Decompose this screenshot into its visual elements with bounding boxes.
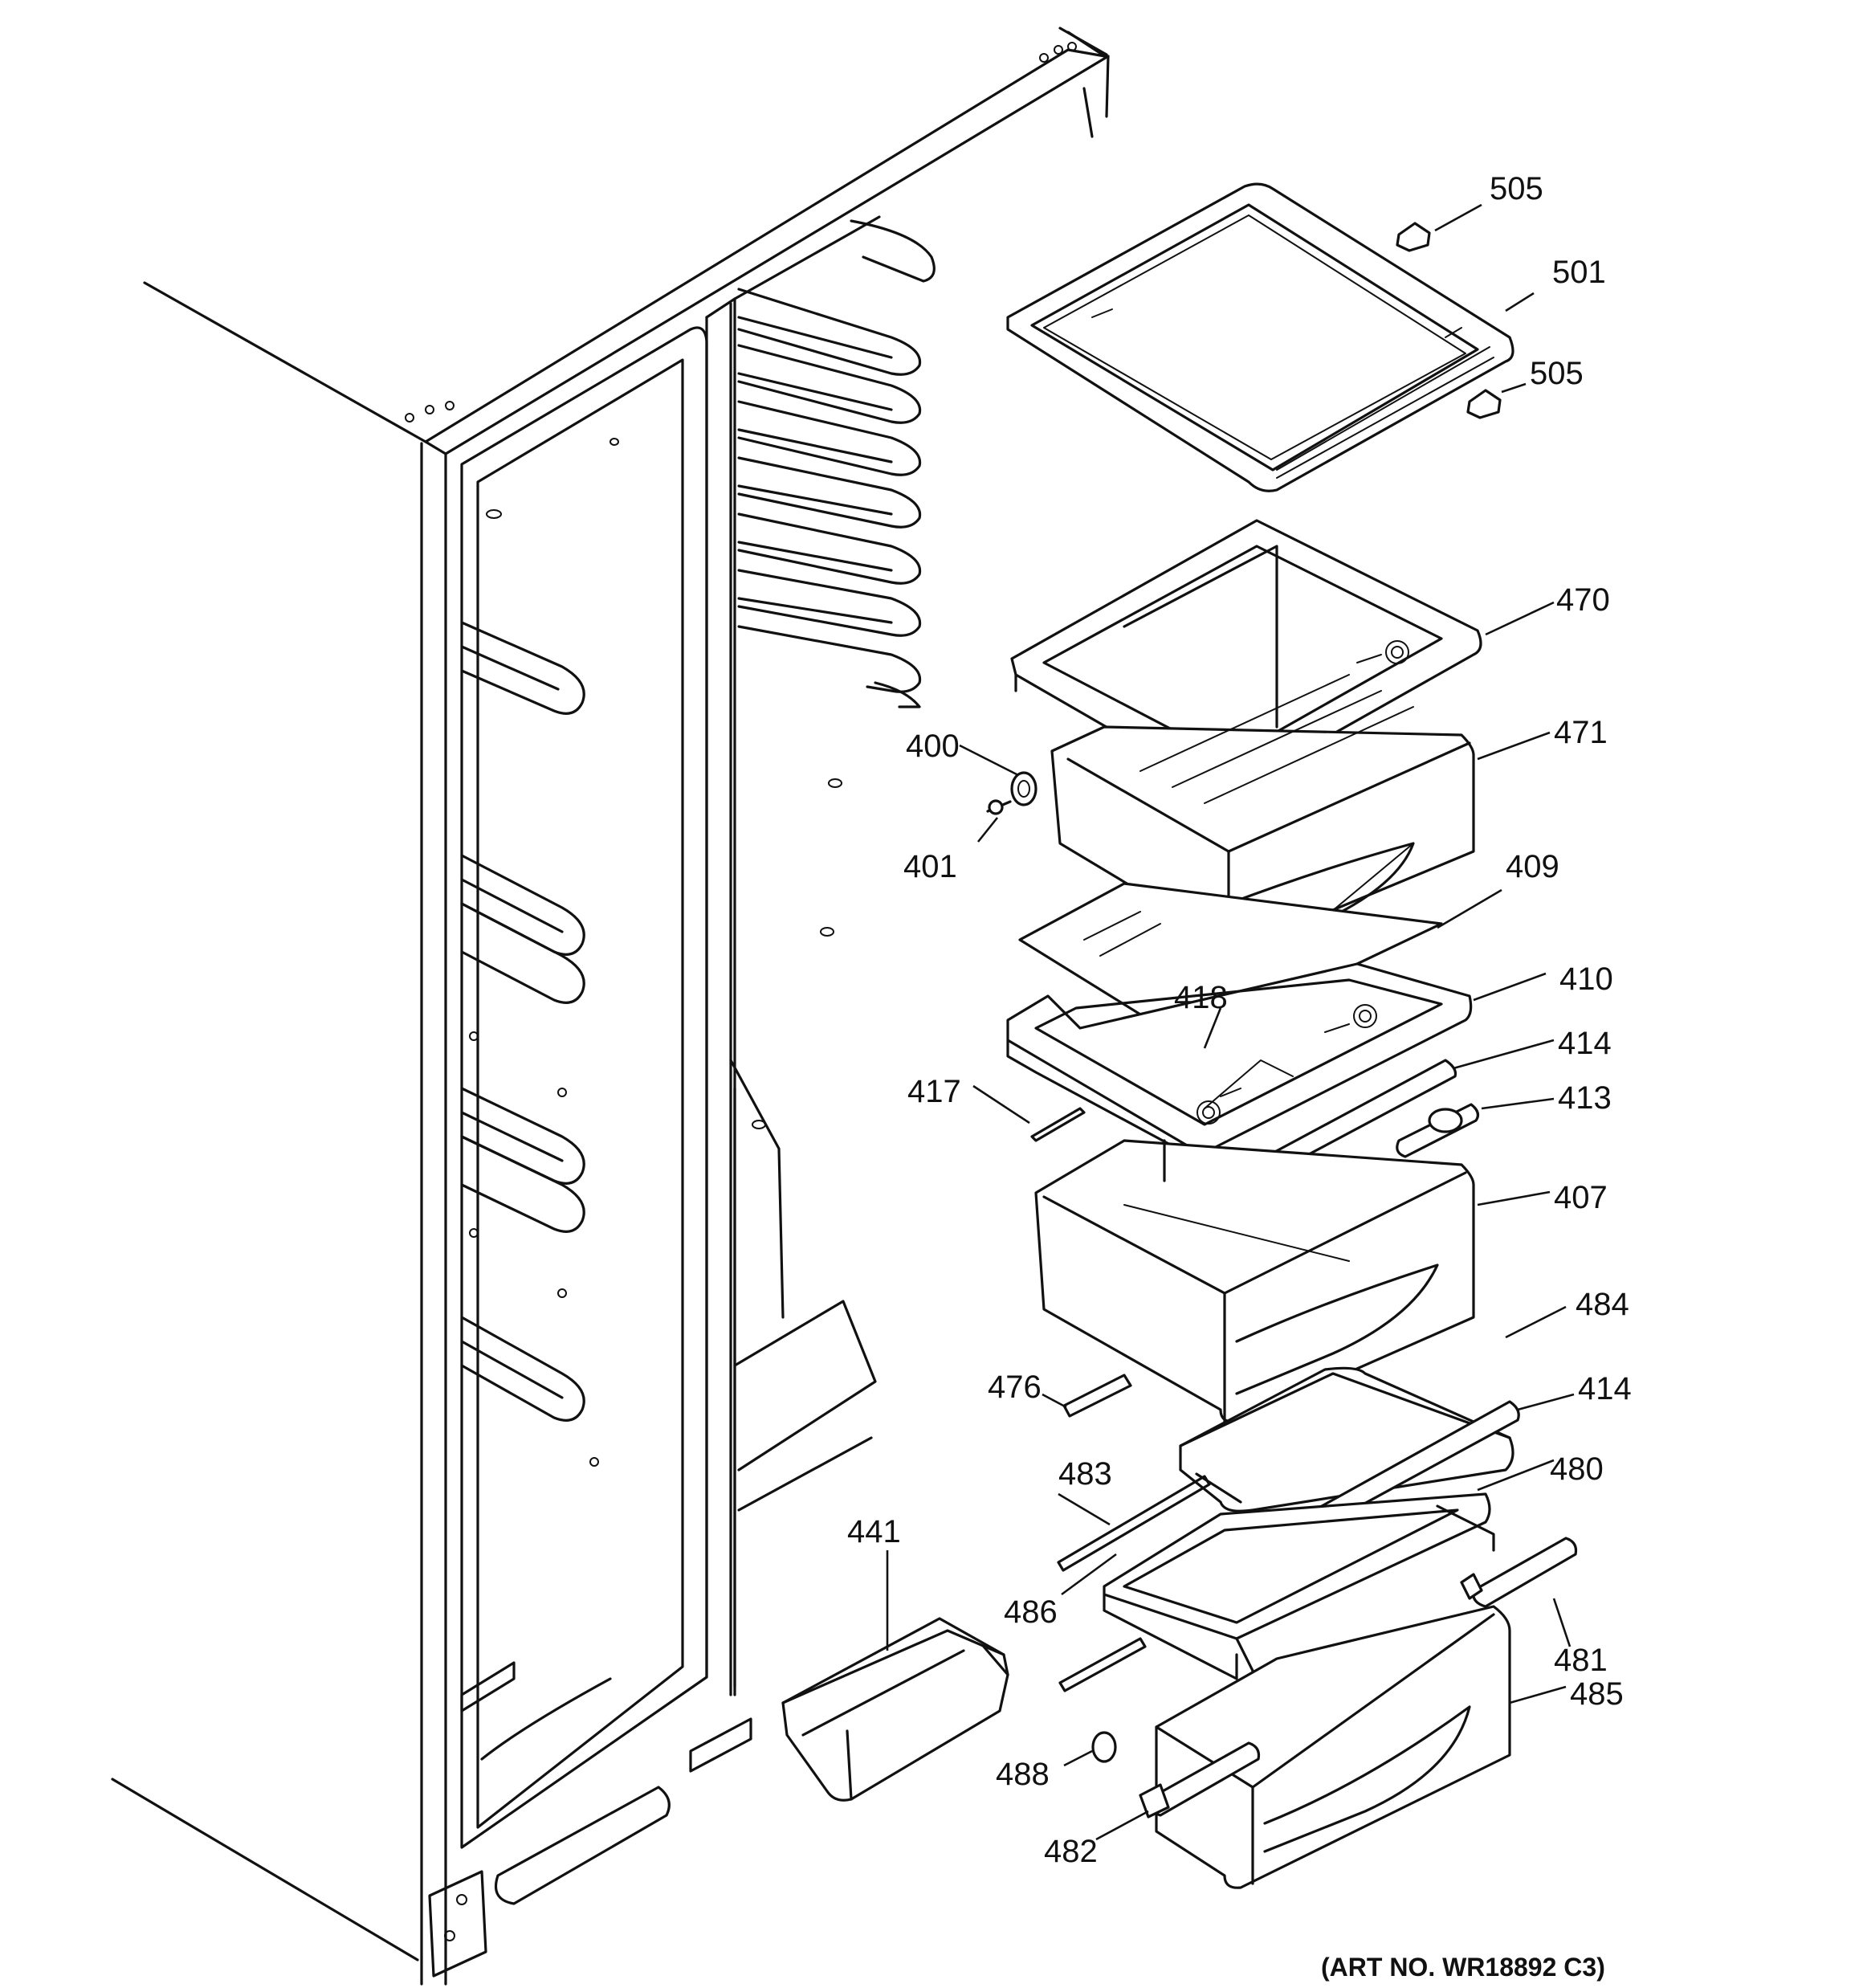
callout-409: 409 — [1506, 849, 1559, 884]
bin-441 — [781, 1617, 1009, 1802]
callout-501: 501 — [1552, 255, 1606, 290]
screw-401 — [986, 799, 1012, 815]
callout-470: 470 — [1556, 582, 1610, 618]
callout-417: 417 — [907, 1074, 961, 1109]
shelf-supports-right — [737, 219, 936, 708]
callout-481: 481 — [1554, 1643, 1608, 1678]
callout-418: 418 — [1174, 980, 1228, 1015]
callout-482: 482 — [1044, 1834, 1098, 1869]
frame-480 — [1103, 1492, 1495, 1688]
frame-410 — [1006, 962, 1473, 1166]
roller-488 — [1091, 1731, 1117, 1763]
slide-482 — [1139, 1741, 1261, 1819]
handle-413 — [1396, 1103, 1480, 1158]
callout-505-bottom: 505 — [1530, 356, 1584, 391]
bar-476 — [1062, 1374, 1132, 1418]
rail-483 — [1057, 1475, 1211, 1572]
slide-481 — [1460, 1537, 1578, 1608]
refrigerator-cabinet — [111, 27, 1110, 1986]
shelf-supports-left — [460, 621, 585, 1422]
callout-485: 485 — [1570, 1676, 1624, 1712]
callout-441: 441 — [847, 1514, 901, 1549]
callout-488: 488 — [996, 1757, 1050, 1792]
shelf-clip-505-bottom — [1466, 389, 1502, 419]
callout-414-bottom: 414 — [1578, 1371, 1632, 1406]
art-number: (ART NO. WR18892 C3) — [1321, 1953, 1605, 1982]
pan-485 — [1155, 1605, 1511, 1889]
leader-lines — [886, 203, 1575, 1841]
callout-484: 484 — [1576, 1287, 1629, 1322]
shelf-clip-505-top — [1396, 222, 1431, 252]
callout-476: 476 — [988, 1370, 1042, 1405]
callout-414-top: 414 — [1558, 1026, 1612, 1061]
callout-505-top: 505 — [1490, 171, 1543, 206]
glass-shelf-501 — [1006, 182, 1514, 492]
callout-400: 400 — [906, 729, 960, 764]
pan-cover-484 — [1179, 1366, 1514, 1512]
callout-407: 407 — [1554, 1180, 1608, 1215]
callout-471: 471 — [1554, 715, 1608, 750]
rail-417 — [1030, 1107, 1086, 1142]
roller-400 — [1010, 771, 1037, 806]
callout-labels: 505 501 505 470 400 471 401 409 410 418 … — [847, 171, 1632, 1869]
callout-486: 486 — [1004, 1594, 1058, 1630]
rail-486 — [1058, 1637, 1147, 1692]
pan-407 — [1034, 1139, 1475, 1423]
callout-480: 480 — [1550, 1451, 1604, 1487]
callout-401: 401 — [903, 849, 957, 884]
callout-413: 413 — [1558, 1080, 1612, 1116]
callout-410: 410 — [1559, 961, 1613, 997]
callout-483: 483 — [1058, 1456, 1112, 1492]
